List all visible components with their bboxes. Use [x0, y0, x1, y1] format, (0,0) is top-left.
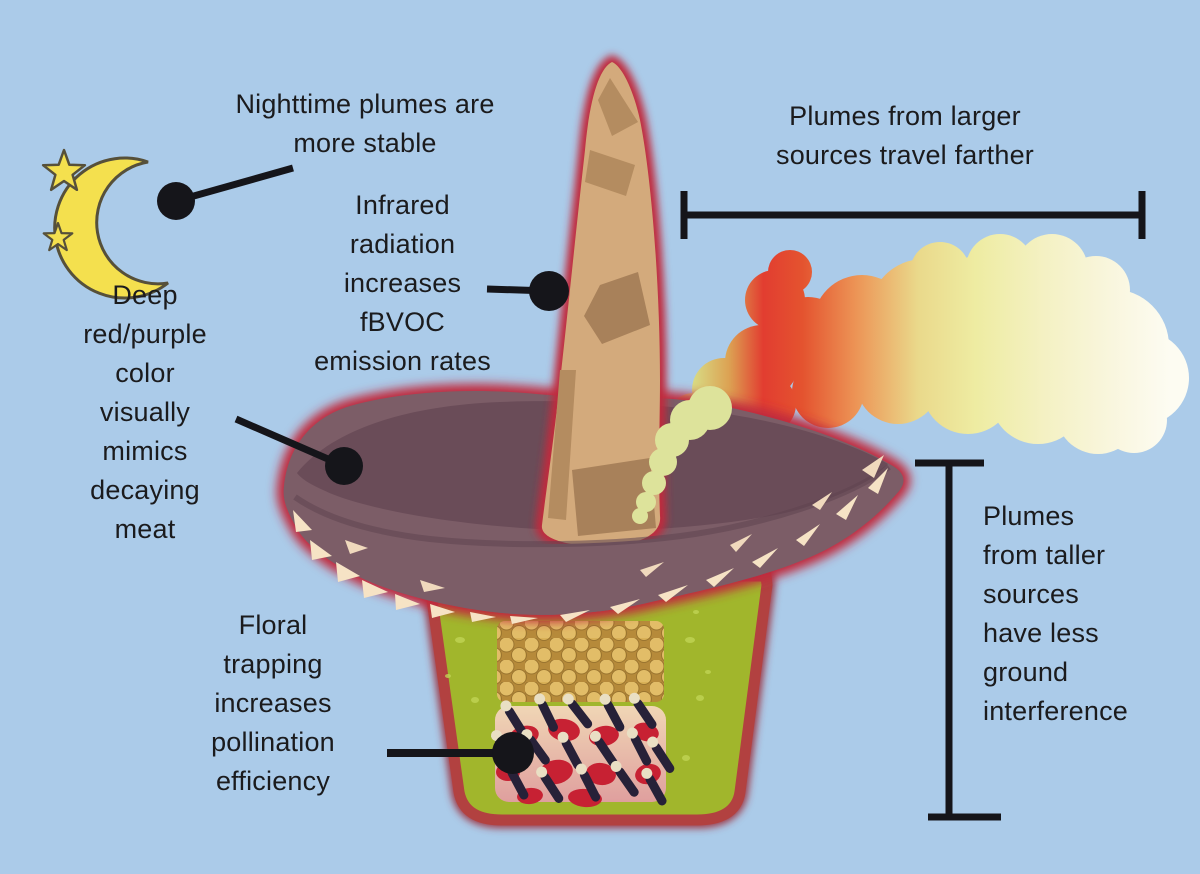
crescent-moon-icon — [41, 148, 169, 300]
annotation-nighttime-plumes: Nighttime plumes are more stable — [235, 89, 495, 158]
annotation-floral-trapping: Floral trapping increases pollination ef… — [211, 610, 335, 796]
callout-connectors — [157, 164, 569, 774]
stigma-spikes — [491, 692, 675, 806]
spadix — [535, 54, 667, 553]
pollen-inset-photo — [497, 621, 664, 702]
star-icon — [41, 148, 87, 192]
callout-dot-icon — [325, 447, 363, 485]
callout-nighttime — [157, 164, 294, 220]
callout-floral-trapping — [387, 732, 534, 774]
star-icon — [42, 221, 74, 252]
callout-dot-icon — [529, 271, 569, 311]
flowers-inset-photo — [491, 692, 675, 808]
horizontal-extent-line — [680, 191, 1146, 239]
callout-dot-icon — [157, 182, 195, 220]
annotation-larger-sources: Plumes from larger sources travel farthe… — [776, 101, 1034, 170]
annotation-deep-red-purple: Deep red/purple color visually mimics de… — [83, 280, 207, 544]
callout-dot-icon — [492, 732, 534, 774]
spathe-valley-line — [293, 464, 891, 548]
annotation-infrared-radiation: Infrared radiation increases fBVOC emiss… — [314, 190, 491, 376]
scent-plume — [639, 234, 1189, 494]
vertical-extent-line — [915, 459, 1001, 821]
plume-origin-puffs — [632, 386, 732, 524]
annotation-taller-sources: Plumes from taller sources have less gro… — [983, 501, 1128, 726]
callout-deep-red — [234, 415, 363, 485]
callout-infrared — [486, 271, 569, 311]
spathe-fringe — [293, 455, 888, 624]
spathe-front-rim — [290, 467, 903, 615]
